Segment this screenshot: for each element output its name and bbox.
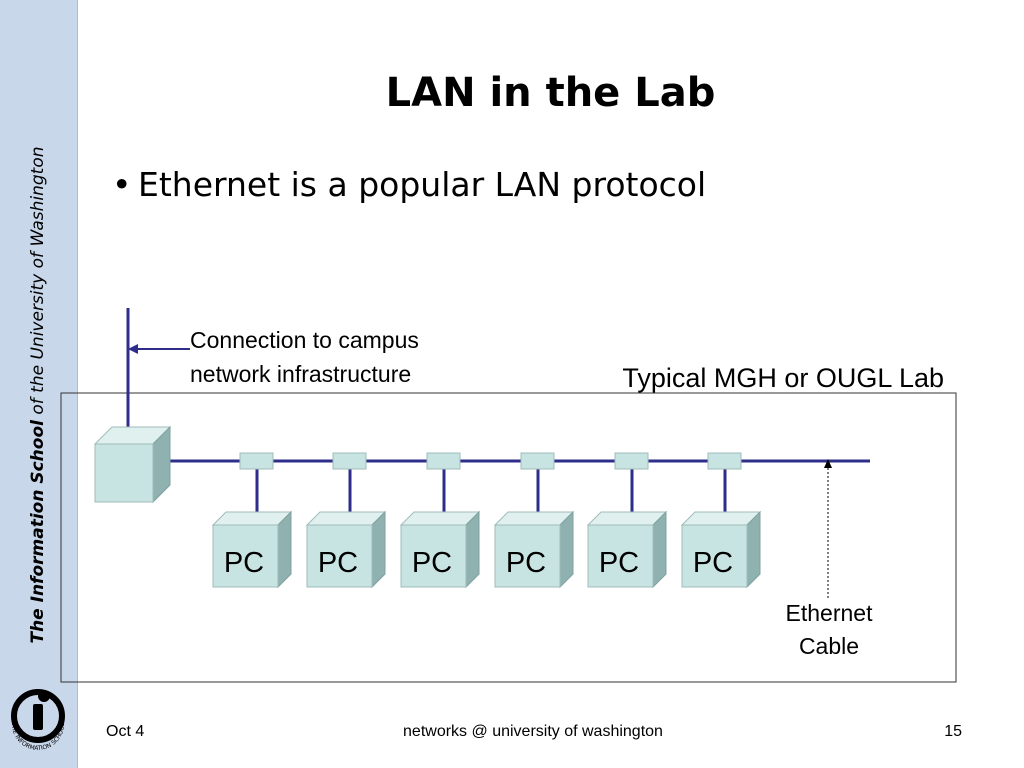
- slide-title: LAN in the Lab: [385, 70, 716, 116]
- pc-label: PC: [318, 547, 358, 579]
- connection-label-line1: Connection to campus: [190, 327, 419, 353]
- gateway-box: [93, 425, 172, 504]
- cable-tap: [614, 452, 649, 470]
- bullet-dot: •: [112, 165, 132, 204]
- pc-label: PC: [599, 547, 639, 579]
- footer-date: Oct 4: [106, 723, 145, 740]
- bullet-item: •Ethernet is a popular LAN protocol: [112, 165, 706, 204]
- cable-tap: [332, 452, 367, 470]
- cable-label-line2: Cable: [799, 633, 859, 659]
- pc-box: PC: [681, 511, 761, 588]
- pc-box: PC: [306, 511, 386, 588]
- lab-label: Typical MGH or OUGL Lab: [622, 363, 944, 393]
- information-school-logo: THE INFORMATION SCHOOL: [10, 689, 66, 752]
- pc-box: PC: [587, 511, 667, 588]
- page-number: 15: [944, 723, 962, 740]
- pc-box: PC: [400, 511, 480, 588]
- cable-tap: [426, 452, 461, 470]
- bullet-text: Ethernet is a popular LAN protocol: [138, 165, 707, 204]
- connection-label-line2: network infrastructure: [190, 361, 411, 387]
- cable-tap: [239, 452, 274, 470]
- footer-center: networks @ university of washington: [403, 723, 663, 740]
- pc-box: PC: [212, 511, 292, 588]
- cable-tap: [520, 452, 555, 470]
- sidebar: The Information School of the University…: [0, 0, 78, 768]
- connection-arrowhead: [128, 344, 138, 354]
- lab-boundary: [60, 392, 957, 683]
- cable-tap: [707, 452, 742, 470]
- cable-pointer-arrowhead: [824, 459, 832, 468]
- pc-label: PC: [693, 547, 733, 579]
- pc-label: PC: [506, 547, 546, 579]
- pc-box: PC: [494, 511, 574, 588]
- pc-label: PC: [224, 547, 264, 579]
- pc-label: PC: [412, 547, 452, 579]
- cable-label-line1: Ethernet: [786, 600, 874, 626]
